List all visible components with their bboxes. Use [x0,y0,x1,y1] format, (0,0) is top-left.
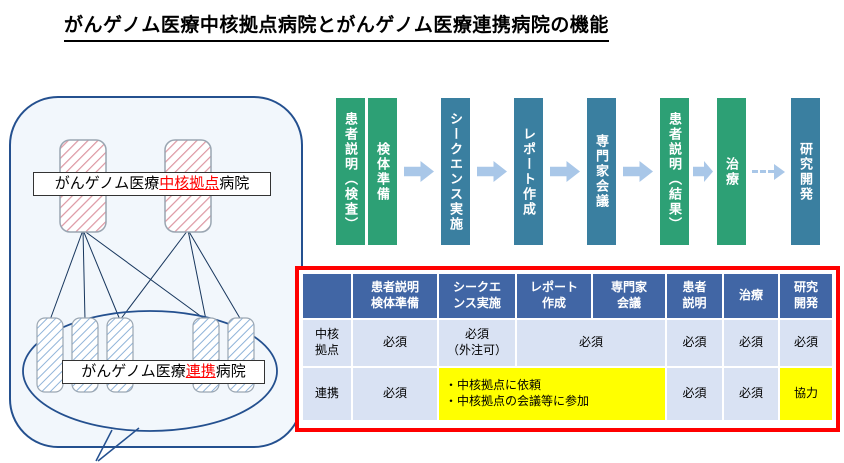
row-header-core: 中核 拠点 [301,318,353,368]
liaison-rnd-cell: 協力 [778,366,834,422]
core-label-highlight: 中核拠点 [159,175,220,192]
flow-arrow-icon [404,160,434,183]
page-title: がんゲノム医療中核拠点病院とがんゲノム医療連携病院の機能 [64,10,609,42]
core-explain-prep-cell: 必須 [351,318,439,368]
liaison-label-prefix: がんゲノム医療 [81,363,186,380]
dashed-line [752,170,774,173]
liaison-group-ellipse [22,310,278,432]
liaison-hospital-label: がんゲノム医療連携病院 [62,360,265,384]
col-header-explain-prep: 患者説明 検体準備 [351,272,439,320]
liaison-explain-cell: 必須 [665,366,724,422]
col-header-rnd: 研究 開発 [778,272,834,320]
table-row-core: 中核 拠点 必須 必須 （外注可） 必須 必須 必須 必須 [301,318,834,368]
core-label-suffix: 病院 [219,175,250,192]
flow-step-rnd: 研究開発 [791,98,820,245]
flow-arrow-icon [477,160,507,183]
dashed-arrowhead [774,163,785,180]
core-explain-cell: 必須 [665,318,724,368]
col-header-report: レポート 作成 [515,272,593,320]
flow-step-expert-meeting: 専門家会議 [587,98,616,245]
core-label-prefix: がんゲノム医療 [54,175,160,192]
flow-step-sequencing: シークエンス実施 [441,98,470,245]
process-flow: 患者説明（検査） 検体準備 シークエンス実施 レポート作成 専門家会議 患者説明… [336,98,820,245]
flow-arrow-icon [623,160,653,183]
col-header-explain: 患者 説明 [665,272,724,320]
flow-step-specimen-prep: 検体準備 [368,98,397,245]
flow-step-treatment: 治療 [717,98,746,245]
callout-tail [95,427,140,462]
core-sequence-cell: 必須 （外注可） [437,318,517,368]
liaison-hospital-shape [36,317,64,393]
col-header-meeting: 専門家 会議 [591,272,667,320]
liaison-sequence-report-meeting-cell: ・中核拠点に依頼 ・中核拠点の会議等に参加 [437,366,667,422]
flow-step-patient-explain-result: 患者説明（結果） [660,98,689,245]
liaison-label-highlight: 連携 [185,363,216,380]
core-hospital-label: がんゲノム医療中核拠点病院 [33,172,271,196]
liaison-explain-prep-cell: 必須 [351,366,439,422]
liaison-label-suffix: 病院 [215,363,246,380]
flow-arrow-icon [693,160,713,183]
row-header-liaison: 連携 [301,366,353,422]
core-rnd-cell: 必須 [778,318,834,368]
table-header-row: 患者説明 検体準備 シークエ ンス実施 レポート 作成 専門家 会議 患者 説明… [301,272,834,320]
connection-lines [49,229,242,321]
flow-arrow-dashed-icon [752,163,785,180]
flow-arrow-icon [550,160,580,183]
flow-step-patient-explain-test: 患者説明（検査） [336,98,365,245]
col-header-corner [301,272,353,320]
function-table-frame: 患者説明 検体準備 シークエ ンス実施 レポート 作成 専門家 会議 患者 説明… [295,266,840,432]
core-treatment-cell: 必須 [722,318,780,368]
liaison-treatment-cell: 必須 [722,366,780,422]
flow-step-report-creation: レポート作成 [514,98,543,245]
col-header-sequence: シークエ ンス実施 [437,272,517,320]
core-report-meeting-cell: 必須 [515,318,667,368]
col-header-treatment: 治療 [722,272,780,320]
table-row-liaison: 連携 必須 ・中核拠点に依頼 ・中核拠点の会議等に参加 必須 必須 協力 [301,366,834,422]
function-table: 患者説明 検体準備 シークエ ンス実施 レポート 作成 専門家 会議 患者 説明… [301,272,834,422]
